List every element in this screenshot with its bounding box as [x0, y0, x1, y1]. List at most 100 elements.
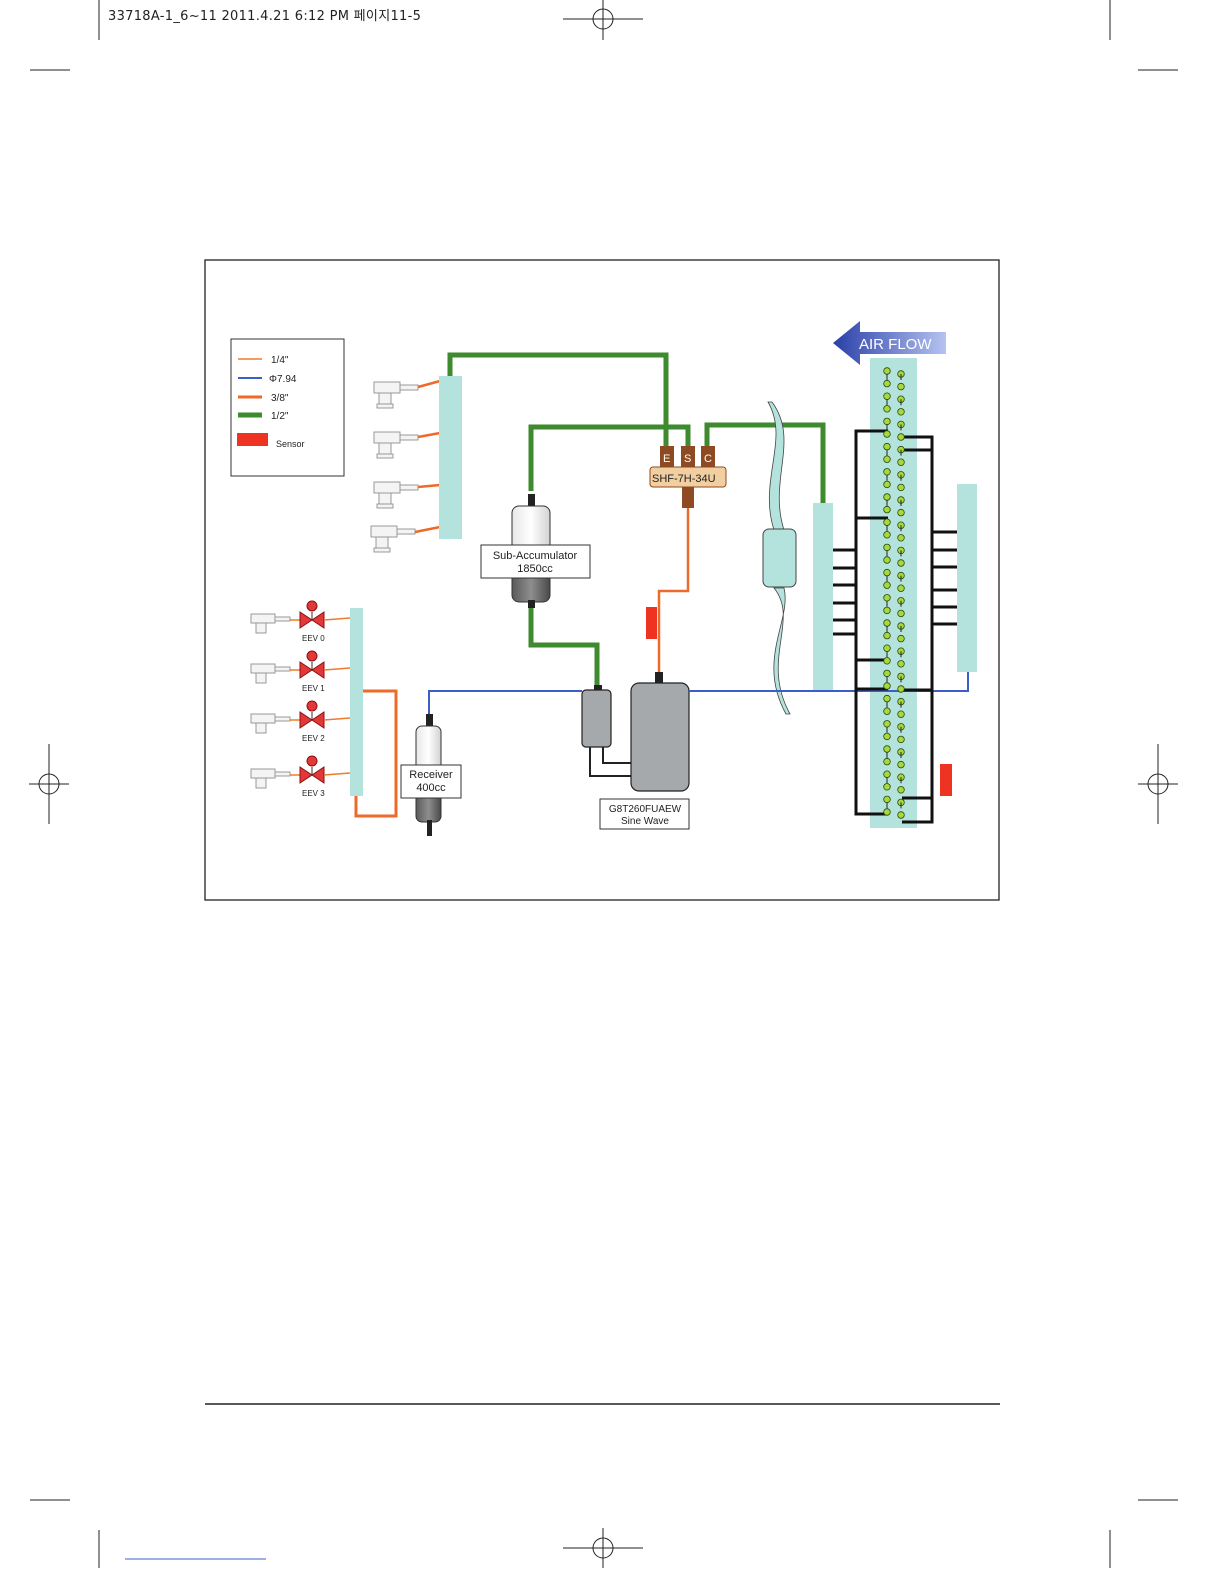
- coil-tube-dot: [884, 607, 891, 614]
- eev-3-label: EEV 3: [302, 789, 325, 798]
- gas-branch-pipes: [415, 381, 440, 532]
- coil-tube-dot: [884, 481, 891, 488]
- outdoor-coil-outlet-header: [957, 484, 977, 672]
- coil-tube-dot: [898, 434, 905, 441]
- coil-tube-dot: [884, 758, 891, 765]
- legend-label-quarter: 1/4": [271, 355, 289, 366]
- phi794-pipe: [429, 691, 582, 716]
- compressor-type: Sine Wave: [621, 816, 669, 827]
- coil-tube-dot: [884, 796, 891, 803]
- coil-tube-dot: [884, 557, 891, 564]
- coil-tube-dot: [898, 711, 905, 718]
- coil-tube-dot: [884, 595, 891, 602]
- liquid-header: [350, 608, 363, 796]
- coil-tube-dot: [884, 380, 891, 387]
- coil-tube-dot: [884, 494, 891, 501]
- coil-tube-dot: [884, 506, 891, 513]
- coil-tube-dot: [898, 812, 905, 819]
- coil-tube-dot: [884, 368, 891, 375]
- coil-tube-dot: [884, 645, 891, 652]
- legend-label-sensor: Sensor: [276, 439, 305, 449]
- coil-tube-dot: [884, 721, 891, 728]
- coil-tube-dot: [898, 409, 905, 416]
- coil-tube-dot: [884, 406, 891, 413]
- coil-tube-dot: [884, 544, 891, 551]
- coil-tube-dot: [884, 632, 891, 639]
- outdoor-fan: [763, 402, 796, 714]
- coil-tube-dot: [898, 484, 905, 491]
- eev-2: EEV 2: [251, 701, 350, 743]
- receiver-label: Receiver: [409, 769, 453, 781]
- eev-0-label: EEV 0: [302, 634, 325, 643]
- outdoor-temp-sensor: [940, 764, 952, 796]
- coil-tube-dot: [898, 560, 905, 567]
- legend-swatch-sensor: [237, 433, 268, 446]
- legend-label-38: 3/8": [271, 393, 289, 404]
- coil-tube-dot: [884, 708, 891, 715]
- coil-tube-dot: [898, 787, 905, 794]
- air-flow-label: AIR FLOW: [859, 336, 932, 353]
- coil-tube-dot: [898, 686, 905, 693]
- coil-tube-dot: [884, 784, 891, 791]
- coil-tube-dot: [898, 661, 905, 668]
- compressor-accumulator: [582, 690, 611, 747]
- registration-mark-top: [563, 0, 643, 40]
- receiver-capacity: 400cc: [416, 782, 446, 794]
- sub-accumulator-label: Sub-Accumulator: [493, 550, 578, 562]
- service-valve-icon: [374, 382, 418, 408]
- registration-mark-right: [1138, 744, 1178, 824]
- legend-label-half: 1/2": [271, 411, 289, 422]
- receiver: Receiver 400cc: [401, 714, 461, 836]
- coil-tube-dot: [884, 418, 891, 425]
- service-valve-icon: [374, 482, 418, 508]
- eev-2-label: EEV 2: [302, 734, 325, 743]
- valve-port-s: S: [684, 453, 691, 465]
- coil-tube-dot: [898, 635, 905, 642]
- discharge-sensor: [646, 607, 657, 639]
- legend: 1/4" Φ7.94 3/8" 1/2" Sensor: [231, 339, 344, 476]
- eev-1: EEV 1: [251, 651, 350, 693]
- coil-tube-dot: [884, 456, 891, 463]
- gas-service-valves: [371, 382, 418, 552]
- sub-accumulator: Sub-Accumulator 1850cc: [481, 494, 590, 608]
- registration-mark-left: [29, 744, 69, 824]
- valve-port-c: C: [704, 453, 712, 465]
- coil-tube-dot: [884, 695, 891, 702]
- coil-tube-dot: [884, 569, 891, 576]
- coil-tube-dot: [884, 746, 891, 753]
- valve-port-e: E: [663, 453, 670, 465]
- coil-tube-dot: [884, 771, 891, 778]
- coil-tube-dot: [884, 532, 891, 539]
- coil-tube-dot: [898, 383, 905, 390]
- registration-mark-bottom: [563, 1528, 643, 1568]
- coil-tube-dot: [898, 585, 905, 592]
- coil-tube-dot: [884, 620, 891, 627]
- compressor-shell: [631, 683, 689, 791]
- eev-3: EEV 3: [251, 756, 350, 798]
- coil-tube-dot: [884, 469, 891, 476]
- discharge-pipe: [659, 508, 688, 675]
- eev-1-label: EEV 1: [302, 684, 325, 693]
- coil-tube-dot: [898, 736, 905, 743]
- legend-label-794: Φ7.94: [269, 374, 297, 385]
- outdoor-heat-exchanger: [870, 358, 917, 828]
- compressor-assembly: G8T260FUAEW Sine Wave: [582, 672, 689, 829]
- coil-tube-dot: [884, 670, 891, 677]
- valve-block-name: SHF-7H-34U: [652, 473, 716, 485]
- half-inch-pipes: [450, 355, 823, 690]
- eev-0: EEV 0: [251, 601, 350, 643]
- crop-marks: [30, 0, 1178, 1568]
- compressor-model: G8T260FUAEW: [609, 804, 682, 815]
- coil-tube-dot: [884, 443, 891, 450]
- coil-tube-dot: [898, 761, 905, 768]
- four-way-valve: E S C SHF-7H-34U: [650, 446, 726, 508]
- coil-tube-dot: [898, 610, 905, 617]
- fan-motor: [763, 529, 796, 587]
- coil-tube-dot: [884, 393, 891, 400]
- sub-accumulator-capacity: 1850cc: [517, 563, 553, 575]
- coil-tube-dot: [884, 683, 891, 690]
- service-valve-icon: [371, 526, 415, 552]
- service-valve-icon: [374, 432, 418, 458]
- coil-tube-dot: [898, 459, 905, 466]
